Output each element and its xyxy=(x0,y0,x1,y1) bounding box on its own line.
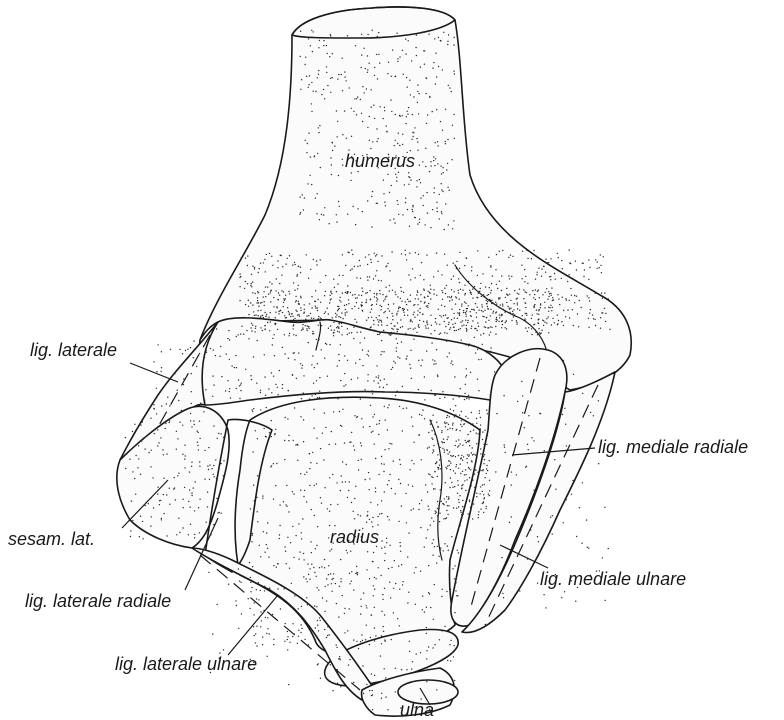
label-lig-laterale-radiale: lig. laterale radiale xyxy=(25,591,171,611)
leader-lig-laterale-ulnare xyxy=(228,595,278,655)
sesamoid-lateral xyxy=(117,406,229,548)
label-lig-mediale-ulnare: lig. mediale ulnare xyxy=(540,569,686,589)
label-radius: radius xyxy=(330,527,379,547)
label-sesam-lat: sesam. lat. xyxy=(8,529,95,549)
label-humerus: humerus xyxy=(345,151,415,171)
label-lig-mediale-radiale: lig. mediale radiale xyxy=(598,437,748,457)
leader-lig-laterale xyxy=(130,363,178,382)
label-lig-laterale: lig. laterale xyxy=(30,340,117,360)
label-lig-laterale-ulnare: lig. laterale ulnare xyxy=(115,654,257,674)
label-ulna: ulna xyxy=(400,700,434,720)
